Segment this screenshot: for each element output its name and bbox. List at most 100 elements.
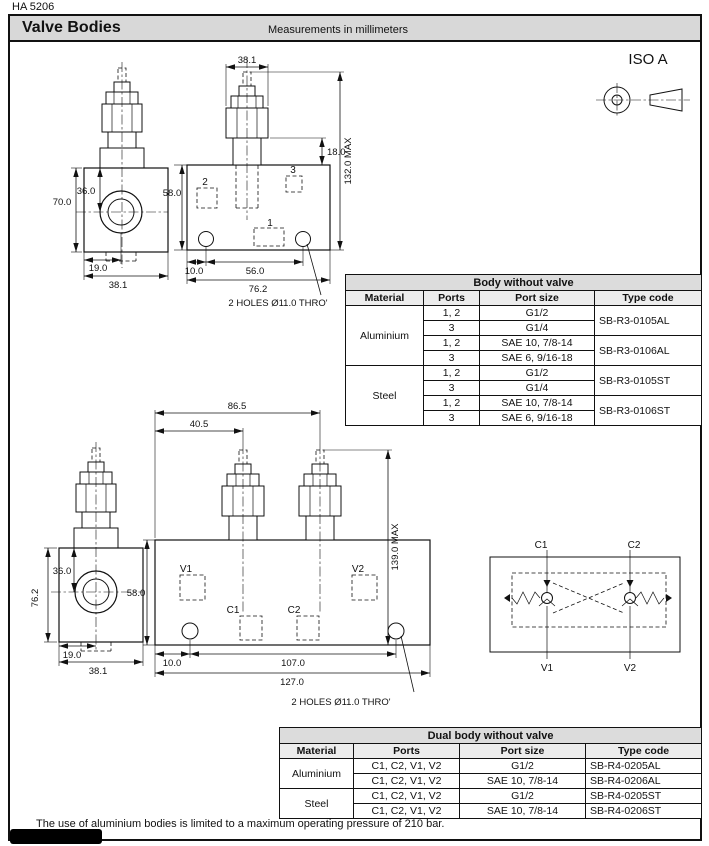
schematic-label-v1: V1 <box>541 663 554 674</box>
cell-ports: 3 <box>423 350 480 366</box>
brand-badge <box>10 829 102 844</box>
cell-ports: 1, 2 <box>423 305 480 321</box>
pilot-arrow-left <box>504 594 510 602</box>
column-header-material: Material <box>345 290 424 306</box>
drawing-single-body-front: 70.0 36.0 19.0 38.1 <box>53 62 169 291</box>
table-dual-body-without-valve: Dual body without valve Material Ports P… <box>278 727 703 819</box>
cell-port-size: G1/4 <box>479 320 595 336</box>
projection-circle-inner <box>611 94 623 106</box>
cell-ports: C1, C2, V1, V2 <box>353 803 460 819</box>
cell-ports: C1, C2, V1, V2 <box>353 788 460 804</box>
schematic-label-v2: V2 <box>624 663 637 674</box>
check-valve-2 <box>621 550 672 659</box>
cell-type-code: SB-R4-0205AL <box>584 758 703 774</box>
dim-port-offset: 19.0 <box>89 263 108 274</box>
internal-cavity <box>235 165 259 209</box>
port-label-2: 2 <box>202 177 208 188</box>
dimension-lines <box>143 410 431 693</box>
cell-type-code: SB-R3-0106ST <box>594 395 702 426</box>
dim-port-offset: 19.0 <box>63 650 82 661</box>
cell-ports: C1, C2, V1, V2 <box>353 758 460 774</box>
footer-note: The use of aluminium bodies is limited t… <box>36 818 445 830</box>
cell-ports: C1, C2, V1, V2 <box>353 773 460 789</box>
holes-callout: 2 HOLES Ø11.0 THRO' <box>228 298 327 309</box>
port-1-cavity <box>253 227 285 247</box>
cell-type-code: SB-R3-0105ST <box>594 365 702 396</box>
dim-hole-spacing: 107.0 <box>281 658 305 669</box>
port-c2-cavity <box>296 615 320 641</box>
table-body-without-valve: Body without valve Material Ports Port s… <box>345 274 702 426</box>
cell-port-size: SAE 6, 9/16-18 <box>479 350 595 366</box>
spring-symbol <box>511 591 541 605</box>
measurement-units-note: Measurements in millimeters <box>268 24 408 36</box>
cell-port-size: SAE 10, 7/8-14 <box>459 773 586 789</box>
dim-hex: 38.1 <box>238 55 257 66</box>
mounting-hole-right <box>387 622 405 640</box>
cell-ports: 1, 2 <box>423 365 480 381</box>
column-header-material: Material <box>279 743 354 759</box>
cell-ports: 3 <box>423 410 480 426</box>
port-label-1: 1 <box>267 218 273 229</box>
spring-symbol <box>635 591 665 605</box>
page-title: Valve Bodies <box>22 19 121 36</box>
mounting-hole-left <box>181 622 199 640</box>
cell-type-code: SB-R3-0105AL <box>594 305 702 336</box>
dim-hole-spacing: 56.0 <box>246 266 265 277</box>
dim-protrusion: 18.0 <box>327 147 346 158</box>
dimension-lines <box>71 167 169 280</box>
dim-max-height: 139.0 MAX <box>390 523 401 571</box>
body-outline <box>83 147 169 262</box>
dim-body-height: 58.0 <box>163 188 182 199</box>
cell-material: Aluminium <box>345 305 424 366</box>
hydraulic-schematic: C1 C2 V1 V2 <box>489 540 681 674</box>
schematic-label-c1: C1 <box>535 540 548 551</box>
cell-type-code: SB-R4-0205ST <box>584 788 703 804</box>
column-header-port-size: Port size <box>479 290 595 306</box>
cell-port-size: G1/2 <box>459 788 586 804</box>
port-label-c1: C1 <box>227 605 240 616</box>
mounting-hole-left <box>198 231 214 247</box>
holes-callout: 2 HOLES Ø11.0 THRO' <box>291 697 390 708</box>
dim-v2-offset: 86.5 <box>228 401 247 412</box>
dim-port-height: 36.0 <box>53 566 72 577</box>
iso-projection-label: ISO A <box>628 51 667 68</box>
cell-port-size: SAE 10, 7/8-14 <box>479 395 595 411</box>
dimension-lines <box>174 64 344 296</box>
cell-port-size: G1/2 <box>479 305 595 321</box>
port-c1-cavity <box>239 615 263 641</box>
dim-edge-to-hole: 10.0 <box>185 266 204 277</box>
iso-projection-symbol: ISO A <box>596 51 690 117</box>
header-band <box>10 16 700 42</box>
cell-ports: 1, 2 <box>423 395 480 411</box>
dim-width: 127.0 <box>280 677 304 688</box>
dim-v1-offset: 40.5 <box>190 419 209 430</box>
dim-max-height: 132.0 MAX <box>343 137 354 185</box>
cell-material: Aluminium <box>279 758 354 789</box>
table-title: Body without valve <box>345 274 702 291</box>
drawing-dual-body-side: 86.5 40.5 139.0 MAX 58.0 10.0 107.0 127.… <box>127 401 431 708</box>
projection-cone <box>649 88 683 112</box>
dim-port-height: 36.0 <box>77 186 96 197</box>
schematic-label-c2: C2 <box>628 540 641 551</box>
cell-port-size: SAE 10, 7/8-14 <box>479 335 595 351</box>
cell-type-code: SB-R3-0106AL <box>594 335 702 366</box>
mounting-hole-right <box>295 231 311 247</box>
cell-ports: 3 <box>423 320 480 336</box>
cell-ports: 1, 2 <box>423 335 480 351</box>
doc-code: HA 5206 <box>12 1 55 13</box>
column-header-port-size: Port size <box>459 743 586 759</box>
column-header-ports: Ports <box>423 290 480 306</box>
port-v2-cavity <box>351 574 378 601</box>
cell-material: Steel <box>345 365 424 426</box>
cell-port-size: SAE 6, 9/16-18 <box>479 410 595 426</box>
schematic-body <box>489 556 681 653</box>
dim-edge-to-hole: 10.0 <box>163 658 182 669</box>
dim-width: 38.1 <box>89 666 108 677</box>
drawing-dual-body-front: 76.2 36.0 19.0 38.1 <box>30 442 144 677</box>
column-header-type-code: Type code <box>594 290 702 306</box>
port-label-v2: V2 <box>352 564 365 575</box>
dim-width: 38.1 <box>109 280 128 291</box>
dimension-lines <box>44 547 144 666</box>
check-valve-1 <box>504 550 556 659</box>
cell-port-size: SAE 10, 7/8-14 <box>459 803 586 819</box>
